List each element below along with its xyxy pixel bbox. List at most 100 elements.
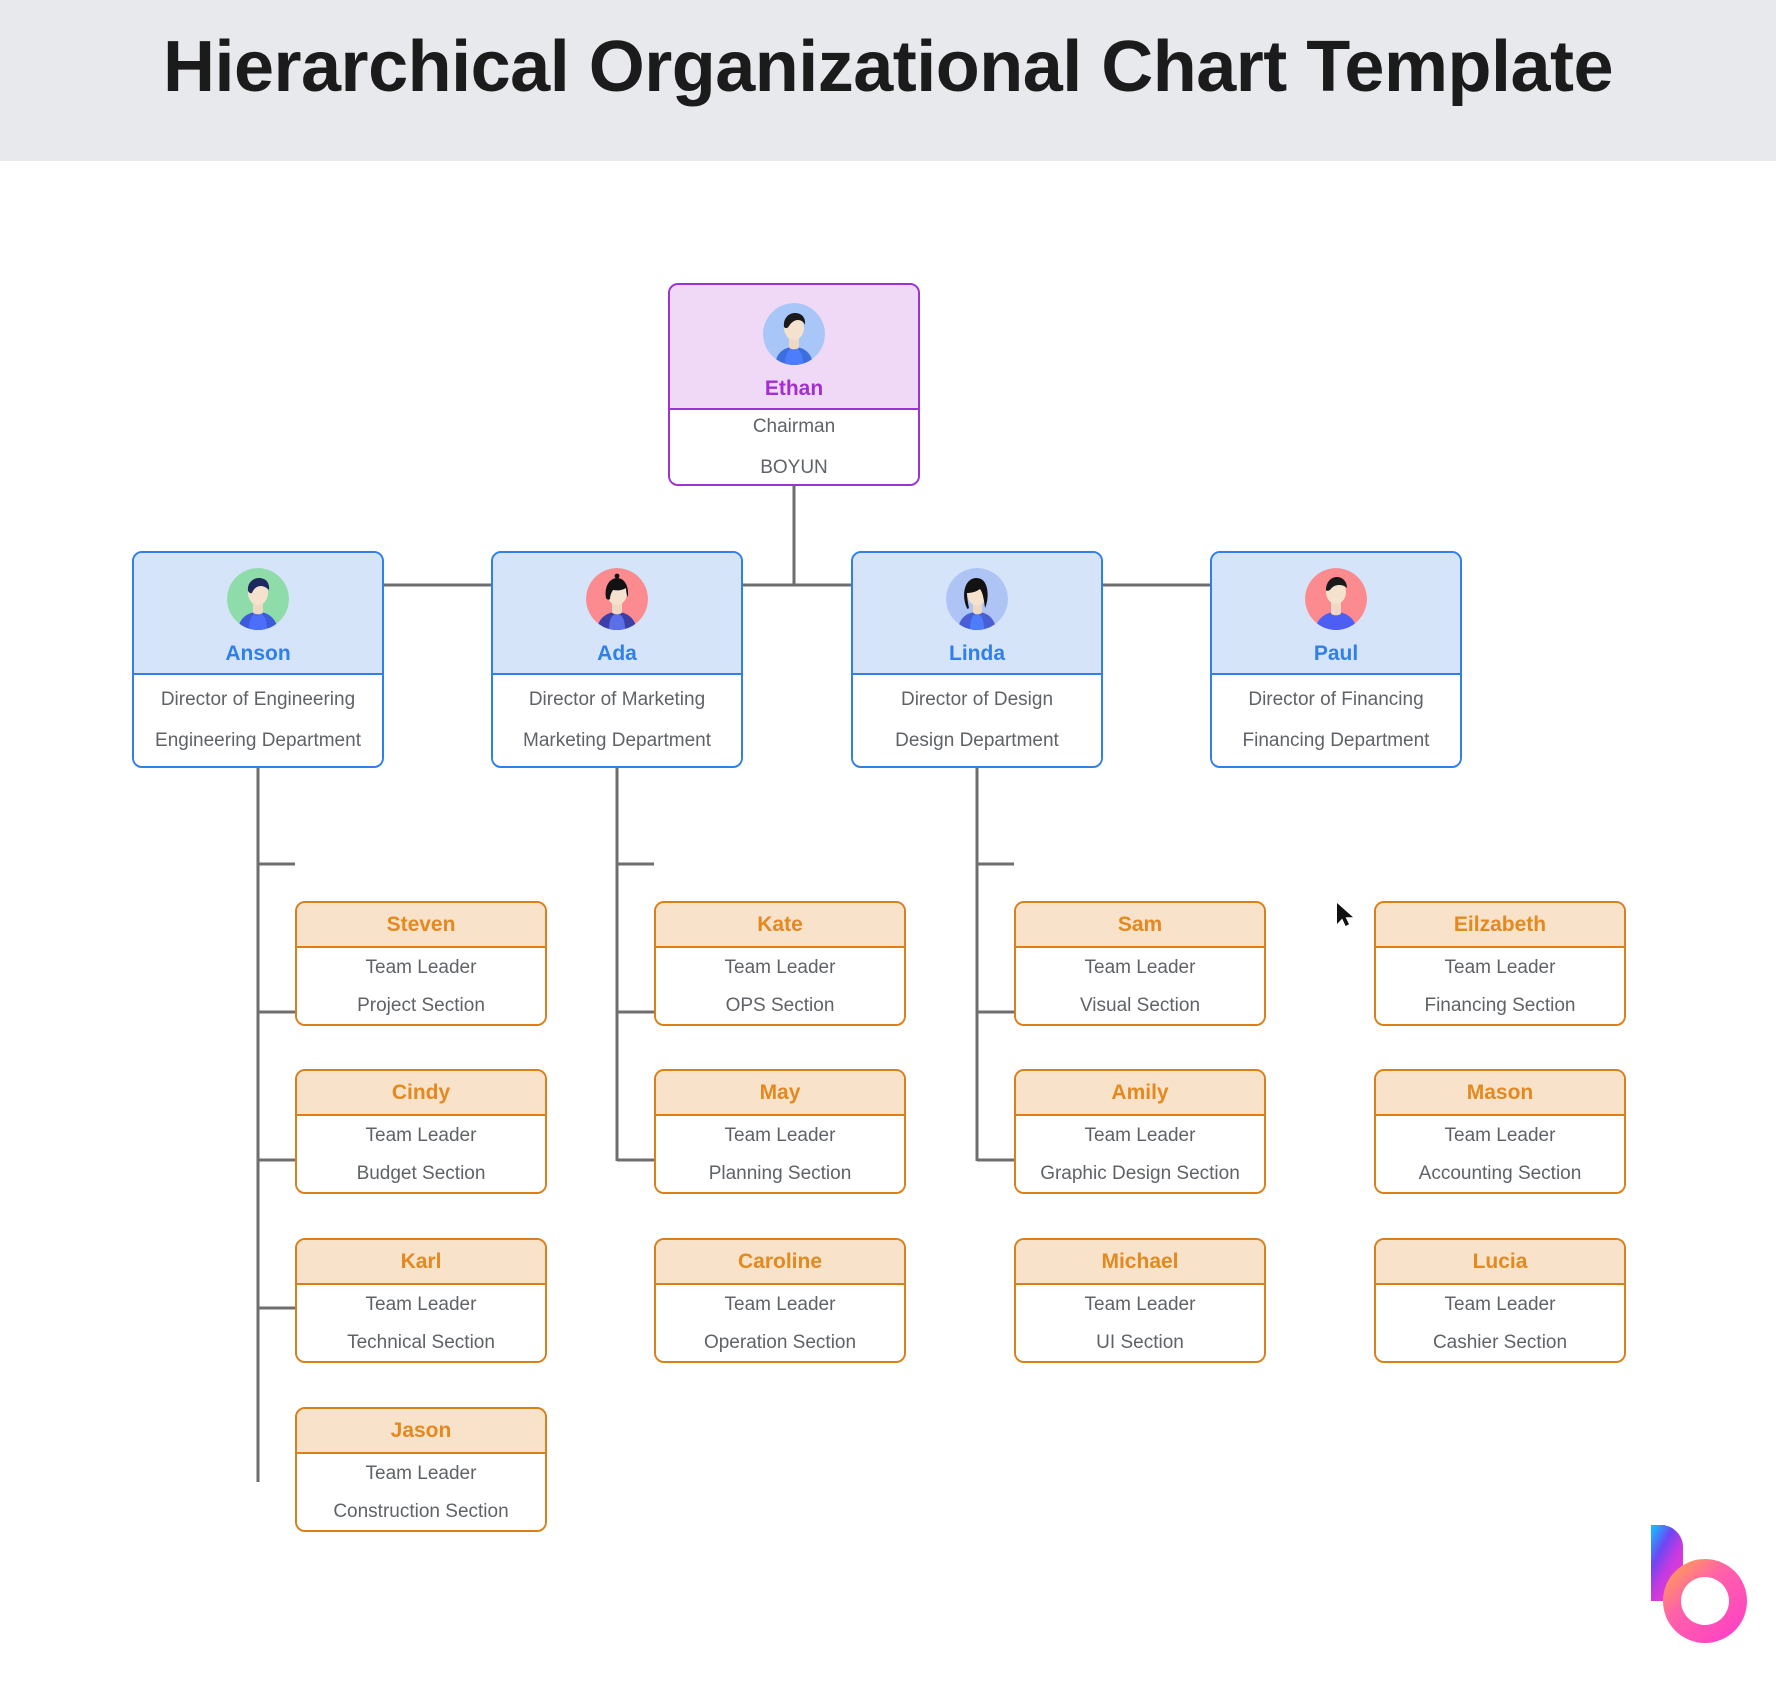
node-name: Mason: [1466, 1081, 1534, 1104]
node-unit: Project Section: [357, 995, 485, 1016]
avatar-paul: [1305, 568, 1367, 630]
org-node-leader-eilzabeth[interactable]: Eilzabeth Team Leader Financing Section: [1374, 901, 1626, 1026]
org-node-leader-cindy[interactable]: Cindy Team Leader Budget Section: [295, 1069, 547, 1194]
node-body: Chairman BOYUN: [670, 410, 918, 483]
node-header: Paul: [1212, 553, 1460, 675]
org-node-leader-may[interactable]: May Team Leader Planning Section: [654, 1069, 906, 1194]
node-title: Team Leader: [365, 957, 477, 978]
avatar-anson: [227, 568, 289, 630]
node-header: Kate: [656, 903, 904, 948]
node-name: Ethan: [764, 377, 824, 400]
node-name: Cindy: [391, 1081, 451, 1104]
node-body: Team Leader Construction Section: [297, 1454, 545, 1530]
mouse-pointer-icon: [1337, 903, 1353, 926]
node-body: Director of Financing Financing Departme…: [1212, 675, 1460, 765]
node-header: Mason: [1376, 1071, 1624, 1116]
org-node-director-linda[interactable]: Linda Director of Design Design Departme…: [851, 551, 1103, 768]
node-header: Sam: [1016, 903, 1264, 948]
avatar-linda: [946, 568, 1008, 630]
org-node-leader-mason[interactable]: Mason Team Leader Accounting Section: [1374, 1069, 1626, 1194]
node-name: May: [759, 1081, 801, 1104]
org-node-leader-michael[interactable]: Michael Team Leader UI Section: [1014, 1238, 1266, 1363]
node-body: Team Leader Visual Section: [1016, 948, 1264, 1024]
node-title: Team Leader: [724, 1294, 836, 1315]
node-title: Team Leader: [365, 1463, 477, 1484]
node-body: Director of Engineering Engineering Depa…: [134, 675, 382, 765]
node-header: Jason: [297, 1409, 545, 1454]
node-title: Chairman: [752, 415, 836, 437]
node-header: Steven: [297, 903, 545, 948]
node-unit: Accounting Section: [1418, 1163, 1582, 1184]
node-title: Director of Design: [900, 689, 1054, 710]
node-body: Team Leader Cashier Section: [1376, 1285, 1624, 1361]
node-header: Caroline: [656, 1240, 904, 1285]
node-title: Team Leader: [724, 1125, 836, 1146]
node-name: Lucia: [1472, 1250, 1528, 1273]
node-header: Linda: [853, 553, 1101, 675]
page-title: Hierarchical Organizational Chart Templa…: [162, 27, 1614, 107]
org-node-leader-lucia[interactable]: Lucia Team Leader Cashier Section: [1374, 1238, 1626, 1363]
node-header: May: [656, 1071, 904, 1116]
node-body: Team Leader Project Section: [297, 948, 545, 1024]
node-unit: Financing Section: [1424, 995, 1576, 1016]
node-body: Team Leader Technical Section: [297, 1285, 545, 1361]
org-node-leader-steven[interactable]: Steven Team Leader Project Section: [295, 901, 547, 1026]
org-node-leader-karl[interactable]: Karl Team Leader Technical Section: [295, 1238, 547, 1363]
node-name: Jason: [390, 1419, 452, 1442]
node-header: Anson: [134, 553, 382, 675]
node-unit: Marketing Department: [523, 730, 711, 751]
node-unit: BOYUN: [760, 456, 828, 478]
node-unit: Budget Section: [356, 1163, 486, 1184]
node-unit: Planning Section: [708, 1163, 852, 1184]
org-node-leader-sam[interactable]: Sam Team Leader Visual Section: [1014, 901, 1266, 1026]
node-unit: Graphic Design Section: [1040, 1163, 1240, 1184]
node-name: Paul: [1313, 642, 1359, 665]
node-body: Team Leader Planning Section: [656, 1116, 904, 1192]
org-node-leader-amily[interactable]: Amily Team Leader Graphic Design Section: [1014, 1069, 1266, 1194]
node-title: Team Leader: [1444, 1294, 1556, 1315]
node-title: Team Leader: [1084, 1125, 1196, 1146]
node-title: Director of Marketing: [528, 689, 706, 710]
node-unit: Technical Section: [347, 1332, 495, 1353]
node-title: Team Leader: [365, 1294, 477, 1315]
node-title: Team Leader: [1444, 957, 1556, 978]
node-body: Director of Design Design Department: [853, 675, 1101, 765]
node-body: Team Leader Financing Section: [1376, 948, 1624, 1024]
node-body: Team Leader Operation Section: [656, 1285, 904, 1361]
node-body: Director of Marketing Marketing Departme…: [493, 675, 741, 765]
node-unit: Cashier Section: [1432, 1332, 1568, 1353]
node-name: Karl: [400, 1250, 442, 1273]
node-header: Eilzabeth: [1376, 903, 1624, 948]
org-node-director-paul[interactable]: Paul Director of Financing Financing Dep…: [1210, 551, 1462, 768]
node-unit: UI Section: [1096, 1332, 1184, 1353]
node-unit: Visual Section: [1079, 995, 1201, 1016]
org-node-leader-jason[interactable]: Jason Team Leader Construction Section: [295, 1407, 547, 1532]
node-name: Sam: [1117, 913, 1163, 936]
node-unit: Design Department: [895, 730, 1059, 751]
node-body: Team Leader Accounting Section: [1376, 1116, 1624, 1192]
node-body: Team Leader Graphic Design Section: [1016, 1116, 1264, 1192]
node-title: Director of Financing: [1248, 689, 1424, 710]
org-node-leader-kate[interactable]: Kate Team Leader OPS Section: [654, 901, 906, 1026]
node-unit: Operation Section: [703, 1332, 857, 1353]
org-node-director-ada[interactable]: Ada Director of Marketing Marketing Depa…: [491, 551, 743, 768]
node-title: Team Leader: [1084, 957, 1196, 978]
node-unit: Construction Section: [333, 1501, 509, 1522]
boardmix-b-logo: [1651, 1525, 1747, 1643]
node-title: Team Leader: [365, 1125, 477, 1146]
node-name: Amily: [1111, 1081, 1169, 1104]
avatar-ethan: [763, 303, 825, 365]
node-header: Cindy: [297, 1071, 545, 1116]
node-header: Lucia: [1376, 1240, 1624, 1285]
node-header: Ada: [493, 553, 741, 675]
node-name: Linda: [949, 642, 1005, 665]
node-title: Director of Engineering: [160, 689, 356, 710]
node-body: Team Leader UI Section: [1016, 1285, 1264, 1361]
node-name: Ada: [597, 642, 637, 665]
org-node-leader-caroline[interactable]: Caroline Team Leader Operation Section: [654, 1238, 906, 1363]
node-name: Steven: [386, 913, 456, 936]
org-node-root[interactable]: Ethan Chairman BOYUN: [668, 283, 920, 486]
node-unit: Engineering Department: [155, 730, 361, 751]
avatar-ada: [586, 568, 648, 630]
org-node-director-anson[interactable]: Anson Director of Engineering Engineerin…: [132, 551, 384, 768]
